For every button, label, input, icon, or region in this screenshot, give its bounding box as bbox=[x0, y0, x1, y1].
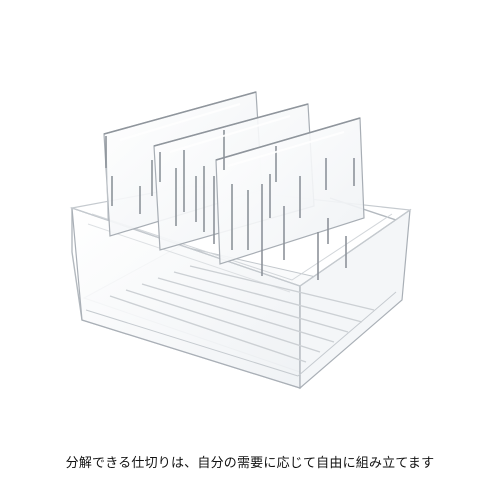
product-caption: 分解できる仕切りは、自分の需要に応じて自由に組み立てます bbox=[65, 456, 435, 471]
divider-slot-posts bbox=[105, 130, 355, 280]
tray-base bbox=[69, 185, 412, 390]
divider-panel-3 bbox=[215, 117, 365, 265]
glass-highlights bbox=[119, 103, 345, 167]
